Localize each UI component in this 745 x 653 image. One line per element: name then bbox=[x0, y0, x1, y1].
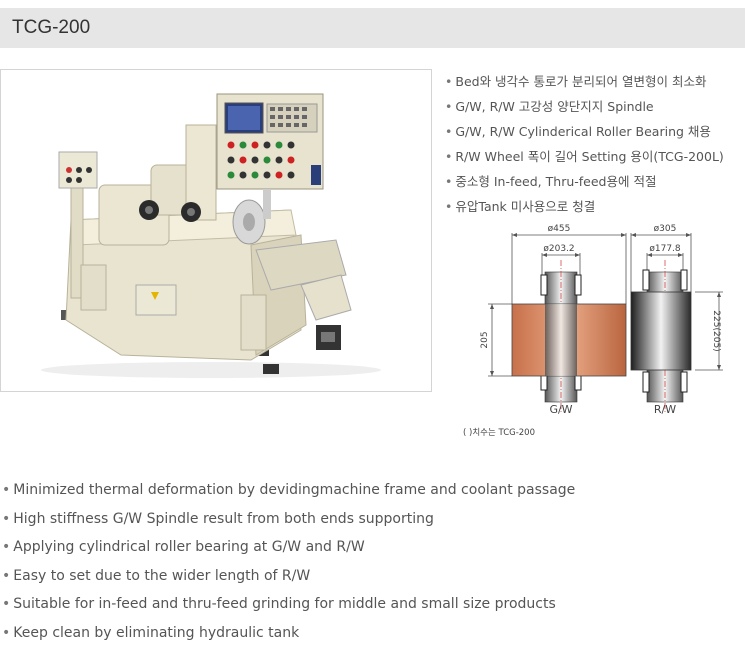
page-title: TCG-200 bbox=[12, 17, 91, 38]
wheel-dimension-diagram: ø455 ø203.2 ø305 ø177.8 bbox=[455, 220, 745, 442]
english-feature-list: •Minimized thermal deformation by devidi… bbox=[2, 476, 575, 648]
list-item: •Applying cylindrical roller bearing at … bbox=[2, 539, 365, 556]
list-item: •R/W Wheel 폭이 길어 Setting 용이(TCG-200L) bbox=[445, 149, 724, 164]
gw-label: G/W bbox=[549, 403, 572, 416]
list-item: •Bed와 냉각수 통로가 분리되어 열변형이 최소화 bbox=[445, 74, 707, 89]
machine-photo bbox=[0, 69, 432, 392]
list-item: •Minimized thermal deformation by devidi… bbox=[2, 482, 576, 498]
rw-height-dim: 225(205) bbox=[711, 310, 721, 351]
list-item: •Suitable for in-feed and thru-feed grin… bbox=[2, 596, 556, 613]
rw-outer-dim: ø305 bbox=[654, 224, 677, 234]
rw-label: R/W bbox=[654, 403, 676, 416]
list-item: •중소형 In-feed, Thru-feed용에 적절 bbox=[445, 174, 657, 189]
rw-inner-dim: ø177.8 bbox=[649, 244, 681, 254]
list-item: •유압Tank 미사용으로 청결 bbox=[445, 199, 596, 214]
list-item: •G/W, R/W 고강성 양단지지 Spindle bbox=[445, 99, 654, 114]
gw-outer-dim: ø455 bbox=[548, 224, 571, 234]
list-item: •Easy to set due to the wider length of … bbox=[2, 567, 311, 584]
gw-height-dim: 205 bbox=[480, 331, 490, 348]
list-item: •Keep clean by eliminating hydraulic tan… bbox=[2, 624, 300, 641]
dimension-note: ( )치수는 TCG-200 bbox=[463, 428, 535, 438]
machine-illustration bbox=[41, 93, 381, 378]
korean-feature-list: •Bed와 냉각수 통로가 분리되어 열변형이 최소화 •G/W, R/W 고강… bbox=[445, 69, 745, 219]
page-header: TCG-200 bbox=[0, 8, 745, 48]
list-item: •G/W, R/W Cylinderical Roller Bearing 채용 bbox=[445, 124, 711, 139]
gw-inner-dim: ø203.2 bbox=[543, 244, 574, 254]
list-item: •High stiffness G/W Spindle result from … bbox=[2, 510, 434, 527]
